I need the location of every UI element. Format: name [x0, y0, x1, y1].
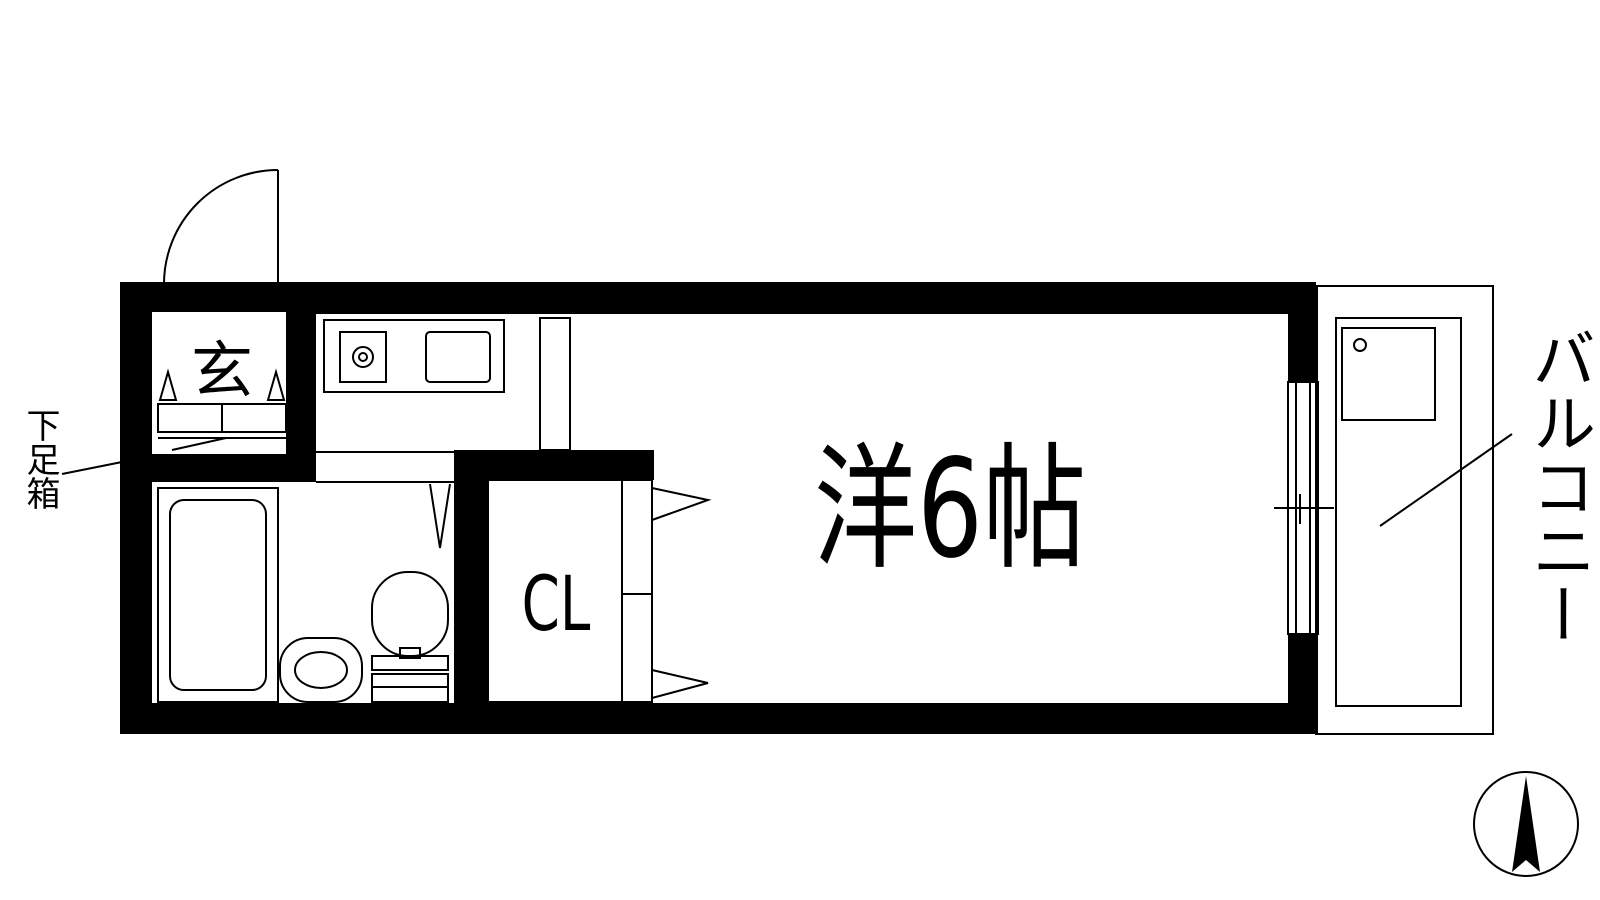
entrance-triangle-left: [158, 368, 178, 401]
washbasin-icon: [279, 637, 363, 703]
wall-closet-top-end: [620, 450, 654, 480]
fridge-space: [539, 317, 571, 451]
balcony-leader: [1379, 433, 1513, 527]
balcony-inner-outline: [1335, 317, 1462, 707]
north-arrow-icon: [1473, 771, 1579, 877]
toilet-seat-base: [371, 655, 449, 671]
wall-top: [296, 282, 1316, 314]
stove-outline: [339, 331, 387, 383]
stove-burner-icon: [352, 346, 374, 368]
bathtub-icon: [169, 499, 267, 691]
wall-right-lower: [1288, 634, 1318, 734]
toilet-bowl-icon: [371, 571, 449, 657]
wall-top-left: [120, 282, 315, 312]
wall-left: [120, 282, 152, 734]
wall-entrance-bottom: [150, 454, 316, 482]
ac-unit-fan-icon: [1353, 338, 1367, 352]
toilet-button: [399, 647, 421, 659]
kitchen-sink-icon: [425, 331, 491, 383]
kitchen: [316, 317, 571, 549]
north-arrow-pointer: [1512, 776, 1540, 872]
closet-door-triangle-bottom: [651, 669, 709, 699]
balcony-outline: [1315, 285, 1494, 735]
closet-label: CL: [522, 560, 591, 648]
stove-burner-center: [358, 352, 368, 362]
wall-bath-right: [454, 450, 488, 734]
closet-door-frame: [621, 479, 653, 703]
kitchen-counter: [323, 319, 505, 393]
bath-door-triangle: [429, 483, 451, 549]
wall-right-upper: [1288, 286, 1318, 382]
shoe-box-label: 下足箱: [20, 408, 60, 510]
wall-entrance-right: [286, 312, 316, 482]
entrance-triangle-right: [266, 368, 286, 401]
exterior-walls: [120, 282, 1318, 734]
entrance-label: 玄: [191, 334, 253, 407]
balcony: [1315, 285, 1494, 735]
door-swing-arc: [163, 169, 279, 285]
balcony-window: [1274, 381, 1334, 635]
main-room-label: 洋6帖: [814, 431, 1086, 589]
bathtub-outline: [157, 487, 279, 703]
shoe-box-leader: [61, 461, 123, 475]
balcony-label: バルコニー: [1521, 326, 1595, 646]
shoe-box-hatch: [171, 437, 227, 451]
leader-lines: [61, 433, 1513, 527]
ac-unit-icon: [1341, 327, 1436, 421]
bathroom: [157, 487, 449, 703]
closet-door-triangle-top: [651, 487, 712, 521]
north-arrow-circle: [1473, 771, 1579, 877]
entrance-door: [163, 169, 279, 300]
closet: [487, 479, 712, 703]
wall-bottom: [120, 703, 1316, 734]
washbasin-bowl: [294, 651, 348, 689]
entrance-area: [157, 368, 287, 451]
